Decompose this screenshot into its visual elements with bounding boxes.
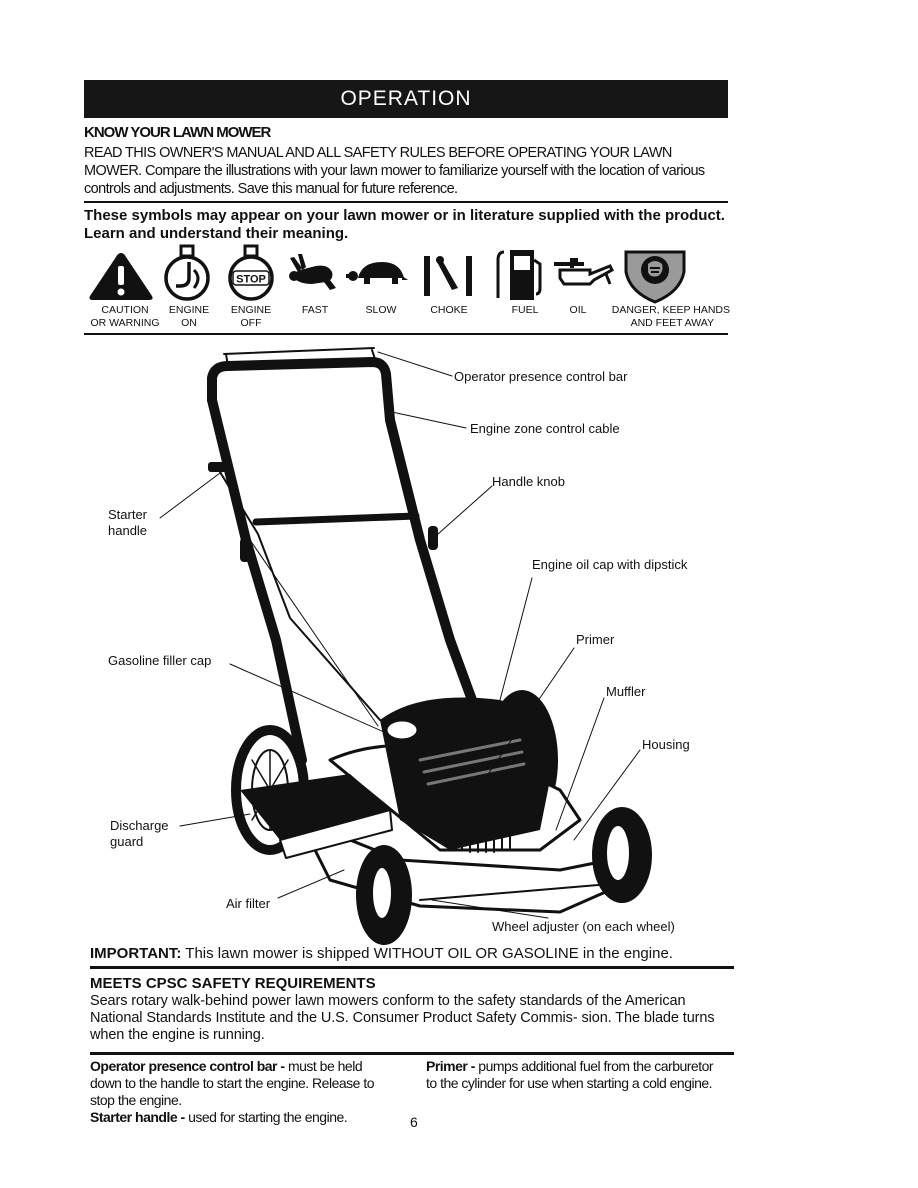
symbol-label-choke: CHOKE (430, 304, 468, 316)
engine-on-icon (164, 244, 210, 301)
know-your-mower-heading: KNOW YOUR LAWN MOWER (84, 124, 271, 141)
callout-gas-cap: Gasoline filler cap (108, 653, 212, 668)
cpsc-heading: MEETS CPSC SAFETY REQUIREMENTS (90, 975, 376, 992)
divider (84, 201, 728, 203)
definition-primer: Primer - pumps additional fuel from the … (426, 1058, 714, 1091)
section-title: OPERATION (340, 87, 472, 110)
fast-rabbit-icon (289, 254, 336, 290)
page-number: 6 (410, 1114, 418, 1130)
fuel-pump-icon (496, 250, 542, 300)
engine-off-icon: STOP (228, 244, 274, 301)
danger-hands-icon (624, 250, 686, 304)
callout-air-filter: Air filter (226, 896, 271, 911)
callout-primer: Primer (576, 632, 615, 647)
callout-wheel-adjuster: Wheel adjuster (on each wheel) (492, 919, 675, 934)
callout-muffler: Muffler (606, 684, 646, 699)
symbols-intro: These symbols may appear on your lawn mo… (84, 207, 725, 242)
callout-housing: Housing (642, 737, 690, 752)
important-note: IMPORTANT: This lawn mower is shipped WI… (90, 945, 673, 962)
oil-can-icon (554, 258, 614, 286)
divider (90, 1052, 734, 1055)
slow-turtle-icon (346, 262, 408, 284)
divider (84, 333, 728, 335)
callout-engine-cable: Engine zone control cable (470, 421, 620, 436)
caution-warning-icon (89, 253, 153, 300)
symbol-label-slow: SLOW (365, 304, 397, 316)
cpsc-text: Sears rotary walk-behind power lawn mowe… (90, 993, 715, 1043)
stop-text: STOP (236, 274, 266, 286)
divider (90, 966, 734, 969)
callout-handle-knob: Handle knob (492, 474, 565, 489)
know-your-mower-text: READ THIS OWNER'S MANUAL AND ALL SAFETY … (84, 145, 705, 197)
choke-icon (424, 256, 472, 296)
lawn-mower-diagram (159, 347, 652, 945)
symbol-label-oil: OIL (569, 304, 587, 316)
definition-starter-handle: Starter handle - used for starting the e… (90, 1109, 348, 1125)
definition-operator-bar: Operator presence control bar - must be … (90, 1058, 375, 1108)
callout-operator-bar: Operator presence control bar (454, 369, 628, 384)
symbol-label-fast: FAST (301, 304, 329, 316)
section-banner: OPERATION (84, 80, 728, 118)
callout-oil-cap: Engine oil cap with dipstick (532, 557, 688, 572)
symbol-label-fuel: FUEL (511, 304, 539, 316)
